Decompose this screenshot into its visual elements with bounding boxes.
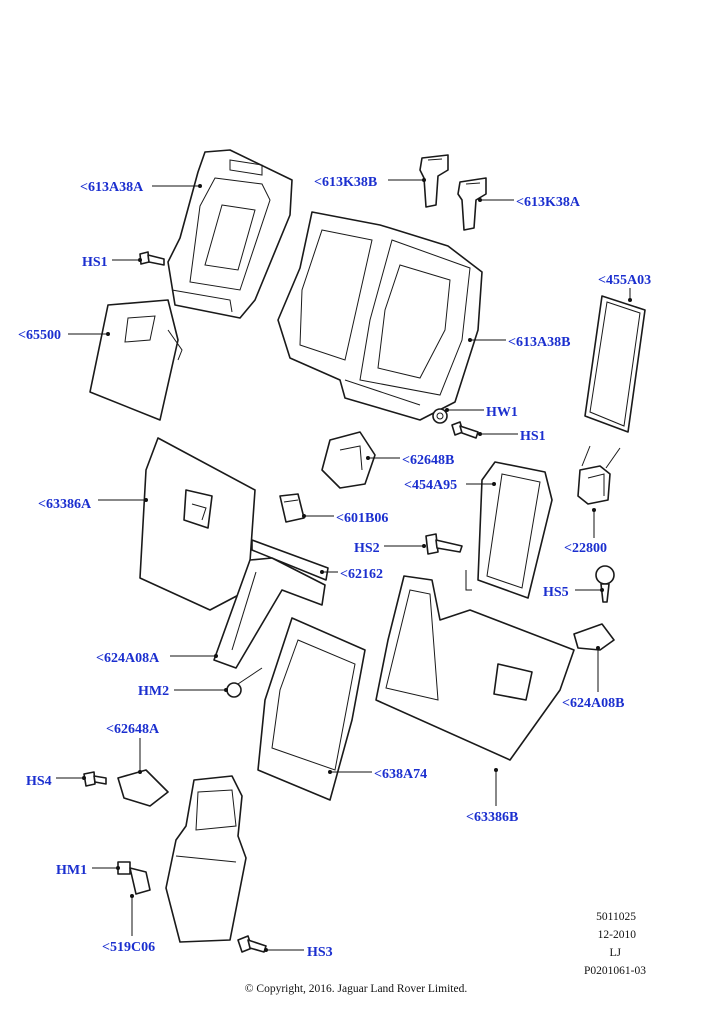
screw-hs2 [425, 533, 463, 555]
seat-back-cover [165, 775, 247, 943]
bolt-hs3 [237, 935, 267, 953]
trim-panel-455a03 [584, 295, 646, 433]
callout-613k38b: <613K38B [314, 175, 377, 190]
callout-hs1-lower: HS1 [520, 429, 546, 444]
callout-hs1-upper: HS1 [82, 255, 108, 270]
callout-454a95: <454A95 [404, 478, 457, 493]
meta-initials: LJ [610, 947, 622, 959]
meta-code: 5011025 [596, 911, 636, 923]
callout-hs2: HS2 [354, 541, 380, 556]
fastener-hm2 [226, 667, 263, 698]
back-panel-63386a [139, 437, 256, 611]
bracket-62648b [321, 431, 376, 489]
leader-dots [82, 178, 632, 952]
leader-lines [56, 179, 631, 951]
frame-638a74 [257, 617, 366, 801]
callout-638a74: <638A74 [374, 767, 427, 782]
callout-hs3: HS3 [307, 945, 333, 960]
screw-hs5 [595, 565, 615, 603]
callout-hm2: HM2 [138, 684, 169, 699]
callout-hs5: HS5 [543, 585, 569, 600]
callout-624a08b: <624A08B [562, 696, 624, 711]
drawing-meta: 5011025 12-2010 LJ P0201061-03 © Copyrig… [245, 911, 646, 995]
callout-62162: <62162 [340, 567, 383, 582]
callout-63386b: <63386B [466, 810, 518, 825]
clip-22800 [577, 445, 621, 505]
callout-labels: <613A38A <613K38B <613K38A HS1 <455A03 <… [18, 175, 651, 960]
bracket-624a08a [213, 557, 326, 669]
headrest-guide-b [419, 154, 449, 208]
seat-back-frame-left [167, 149, 293, 319]
callout-62648a: <62648A [106, 722, 160, 737]
callout-hs4: HS4 [26, 774, 52, 789]
callout-hm1: HM1 [56, 863, 87, 878]
back-panel-63386b [375, 575, 575, 761]
bolt-hs1-upper [139, 251, 165, 266]
meta-date: 12-2010 [598, 929, 637, 941]
callout-613a38b: <613A38B [508, 335, 570, 350]
callout-624a08a: <624A08A [96, 651, 160, 666]
clip-601b06 [279, 493, 305, 523]
callout-613a38a: <613A38A [80, 180, 144, 195]
callout-62648b: <62648B [402, 453, 454, 468]
mounting-plate-65500 [89, 299, 183, 421]
trim-strip-62162 [251, 539, 329, 581]
bolt-hs1-lower [451, 421, 479, 439]
callout-63386a: <63386A [38, 497, 92, 512]
callout-65500: <65500 [18, 328, 61, 343]
headrest-guide-a [457, 177, 487, 231]
bracket-62648a [117, 769, 169, 807]
clip-624a08b [573, 623, 615, 651]
washer-hw1 [432, 408, 448, 424]
callout-613k38a: <613K38A [516, 195, 581, 210]
callout-22800: <22800 [564, 541, 607, 556]
callout-601b06: <601B06 [336, 511, 388, 526]
trim-panel-454a95 [477, 461, 553, 599]
copyright: © Copyright, 2016. Jaguar Land Rover Lim… [245, 983, 468, 995]
seat-back-frame-right [277, 211, 483, 421]
clip-519c06 [129, 867, 151, 895]
callout-455a03: <455A03 [598, 273, 651, 288]
callout-hw1: HW1 [486, 405, 518, 420]
meta-ref: P0201061-03 [584, 965, 646, 977]
bolt-hs4 [83, 771, 107, 787]
callout-519c06: <519C06 [102, 940, 155, 955]
